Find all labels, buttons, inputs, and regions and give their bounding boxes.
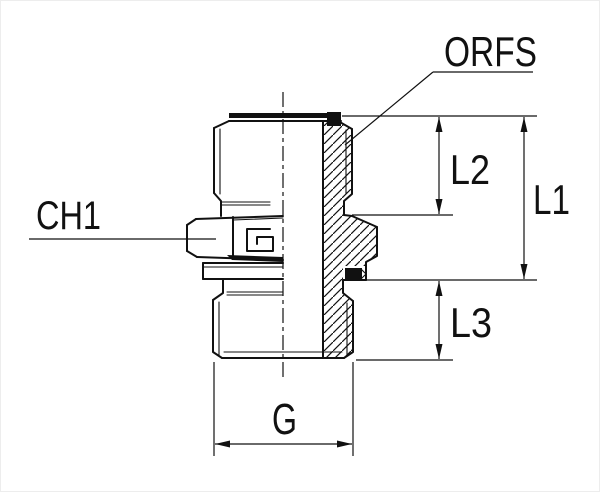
- manufacturer-logo-mark: [246, 228, 274, 252]
- top-oring-face-seal: [229, 112, 341, 126]
- label-ch1-wrench: CH1: [36, 194, 101, 238]
- lower-oring-seal: [343, 266, 367, 280]
- label-orfs-thread: ORFS: [444, 28, 537, 75]
- dimension-labels: ORFS CH1 L2 L1 L3 G: [36, 28, 570, 444]
- label-dim-g: G: [272, 395, 297, 444]
- label-dim-l2: L2: [450, 146, 490, 193]
- section-hatching: [323, 121, 377, 358]
- dimension-lines: [29, 71, 537, 456]
- hex-lower-chamfer-shade: [227, 255, 283, 262]
- label-dim-l3: L3: [450, 299, 492, 346]
- label-dim-l1: L1: [533, 176, 570, 223]
- fitting-section-outline: [322, 120, 378, 359]
- orfs-leader-line: [344, 71, 533, 146]
